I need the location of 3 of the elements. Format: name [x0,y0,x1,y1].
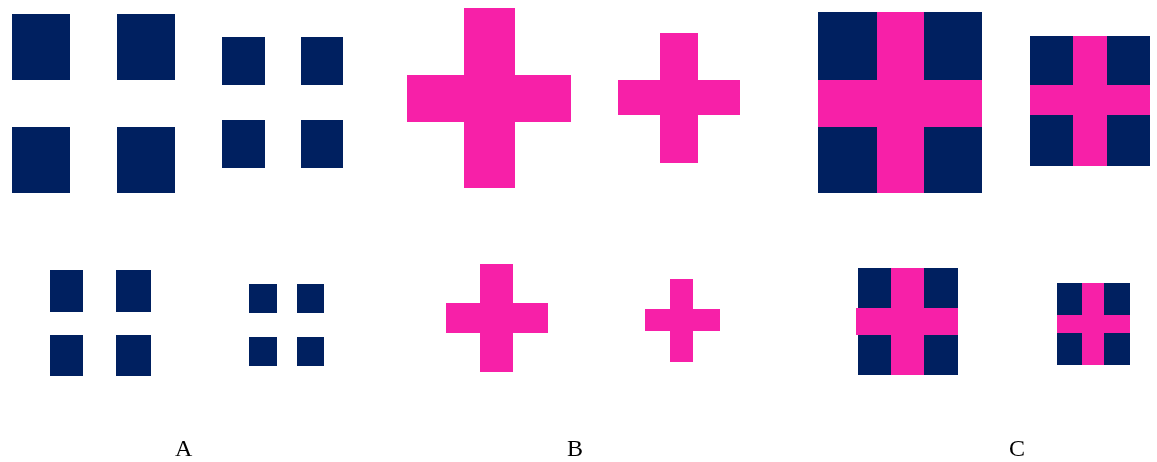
panel-label: B [567,434,583,462]
panel-label: A [175,434,193,462]
panel-label: C [1009,434,1025,462]
